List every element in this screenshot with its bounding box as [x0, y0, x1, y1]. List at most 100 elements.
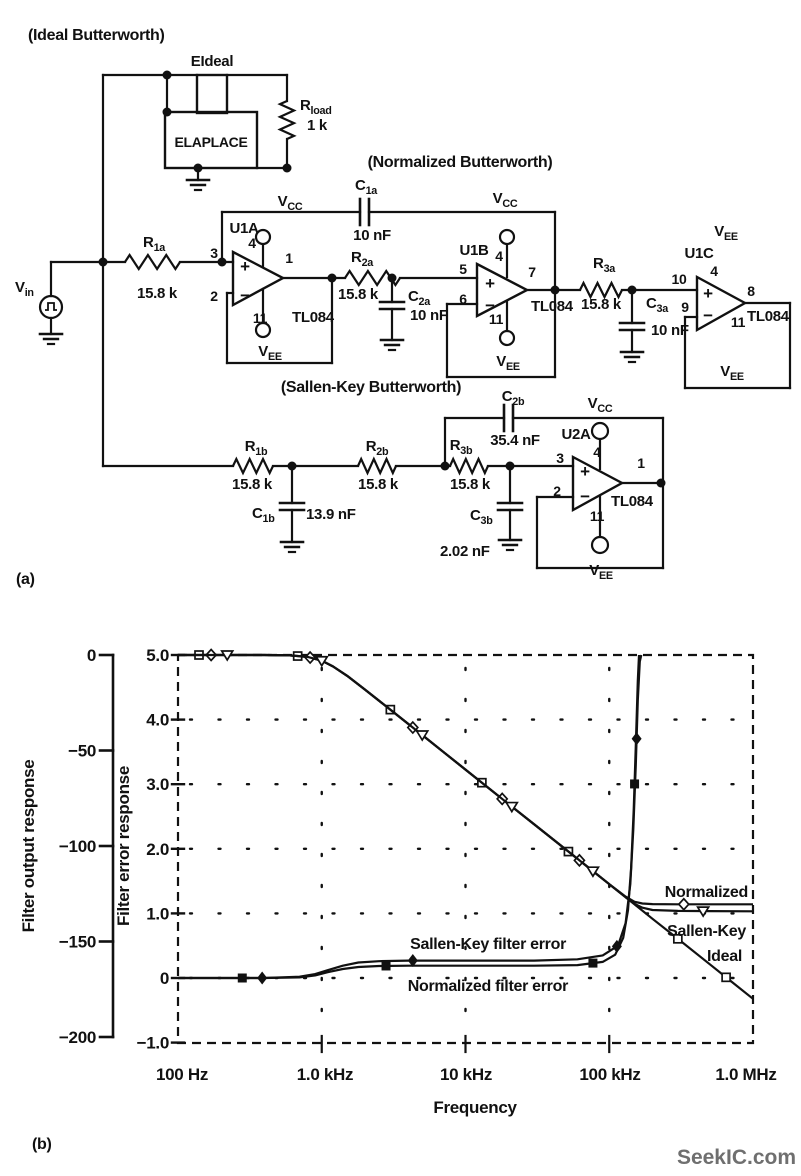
label-r1a: R1a	[143, 234, 166, 254]
junction-dot	[627, 285, 637, 295]
pin-u1c-4: 4	[710, 263, 718, 279]
label-c1b: C1b	[252, 505, 275, 525]
power-terminal-icon	[254, 321, 272, 339]
label-vee-u2a: VEE	[589, 562, 613, 582]
label-r3a-value: 15.8 k	[581, 296, 622, 313]
pin-u1c-8: 8	[747, 283, 755, 299]
junction-dot	[287, 461, 297, 471]
series-filled-diamond	[178, 654, 643, 980]
pin-u2a-2: 2	[553, 483, 561, 499]
pin-u1b-4: 4	[495, 248, 503, 264]
error-axis-tick-label: 5.0	[146, 646, 169, 665]
junction-dot	[656, 478, 666, 488]
junction-dot	[193, 163, 203, 173]
label-u1a: U1A	[229, 220, 259, 237]
output-axis-tick-label: −200	[59, 1028, 96, 1047]
label-u1c: U1C	[684, 245, 714, 262]
marker-open-square	[721, 972, 731, 983]
error-axis-tick-label: 1.0	[146, 904, 169, 923]
curve-label-ideal: Ideal	[707, 948, 742, 965]
label-r2a: R2a	[351, 249, 374, 269]
pin-u2a-4: 4	[593, 444, 601, 460]
marker-open-triangle	[314, 655, 329, 668]
label-r2a-value: 15.8 k	[338, 286, 379, 303]
error-axis-tick-label: 2.0	[146, 840, 169, 859]
label-vcc-u1a: VCC	[278, 193, 303, 213]
label-rload-value: 1 k	[307, 117, 328, 134]
opamp-plus-u1b: +	[485, 274, 495, 293]
opamp-u1a	[231, 250, 286, 308]
junction-dot	[387, 273, 397, 283]
panel-a-label: (a)	[16, 571, 35, 588]
marker-open-triangle	[415, 730, 430, 742]
label-c3b-value: 2.02 nF	[440, 543, 490, 560]
label-u2a-part: TL084	[611, 493, 654, 510]
label-r2b-value: 15.8 k	[358, 476, 399, 493]
pin-u1b-5: 5	[459, 261, 467, 277]
output-axis-title: Filter output response	[19, 760, 38, 933]
marker-filled-diamond	[611, 939, 622, 953]
label-r3a: R3a	[593, 255, 616, 275]
label-r1b: R1b	[245, 438, 268, 458]
labels-group: (Ideal Butterworth)(Normalized Butterwor…	[15, 27, 790, 1153]
chart-group: 0−50−100−150−2005.04.03.02.01.00−1.0100 …	[19, 646, 777, 1117]
error-axis-tick-label: 0	[160, 969, 169, 988]
label-vin: Vin	[15, 279, 34, 299]
output-axis-tick-label: −50	[68, 742, 96, 761]
curve-label-sallen-key: Sallen-Key	[667, 923, 746, 940]
label-r1b-value: 15.8 k	[232, 476, 273, 493]
opamp-u1c	[695, 274, 748, 333]
junction-dot	[327, 273, 337, 283]
label-c2a: C2a	[408, 288, 431, 308]
marker-open-diamond	[677, 897, 690, 912]
junction-dot	[162, 70, 172, 80]
opamp-minus-u1c: −	[703, 306, 713, 325]
junction-dot	[98, 257, 108, 267]
opamp-minus-u1a: −	[240, 286, 250, 305]
label-u1c-part: TL084	[747, 308, 790, 325]
label-r2b: R2b	[366, 438, 389, 458]
marker-open-triangle	[220, 650, 235, 662]
error-axis-tick-label: 4.0	[146, 711, 169, 730]
marker-filled-diamond	[257, 971, 268, 985]
junction-dot	[162, 107, 172, 117]
series-open-diamond	[178, 653, 753, 906]
watermark: SeekIC.com	[676, 1146, 796, 1169]
label-vcc-u1b: VCC	[493, 190, 518, 210]
marker-filled-diamond	[407, 954, 418, 968]
opamp-plus-u2a: +	[580, 462, 590, 481]
opamp-u1b	[475, 262, 530, 318]
label-elaplace: ELAPLACE	[174, 134, 247, 150]
pin-u1a-3: 3	[210, 245, 218, 261]
label-u1a-part: TL084	[292, 309, 335, 326]
x-axis-tick-label: 100 kHz	[579, 1065, 640, 1084]
error-axis-title: Filter error response	[114, 766, 133, 926]
opamp-plus-u1c: +	[703, 284, 713, 303]
label-r1a-value: 15.8 k	[137, 285, 178, 302]
label-c1b-value: 13.9 nF	[306, 506, 356, 523]
source-icon	[38, 294, 64, 320]
junction-dot	[217, 257, 227, 267]
pulse-icon	[45, 302, 57, 311]
junction-dot	[505, 461, 515, 471]
schematic-group	[38, 70, 792, 570]
series-open-triangle	[178, 653, 754, 913]
resistor-icon	[356, 456, 398, 476]
pin-u1c-9: 9	[681, 299, 689, 315]
title-sallen-key-butterworth: (Sallen-Key Butterworth)	[281, 379, 461, 396]
pin-u1a-4: 4	[248, 235, 256, 251]
power-terminal-icon	[498, 228, 516, 246]
resistor-icon	[579, 280, 623, 300]
marker-open-square	[672, 933, 683, 944]
label-r3b-value: 15.8 k	[450, 476, 491, 493]
error-axis-tick-label: 3.0	[146, 775, 169, 794]
title-ideal-butterworth: (Ideal Butterworth)	[28, 27, 165, 44]
resistor-icon	[232, 456, 274, 476]
marker-open-triangle	[504, 801, 519, 814]
label-vee-u1a: VEE	[258, 343, 282, 363]
pin-u2a-11: 11	[590, 508, 605, 524]
opamp-minus-u2a: −	[580, 487, 590, 506]
panel-b-label: (b)	[32, 1136, 52, 1153]
